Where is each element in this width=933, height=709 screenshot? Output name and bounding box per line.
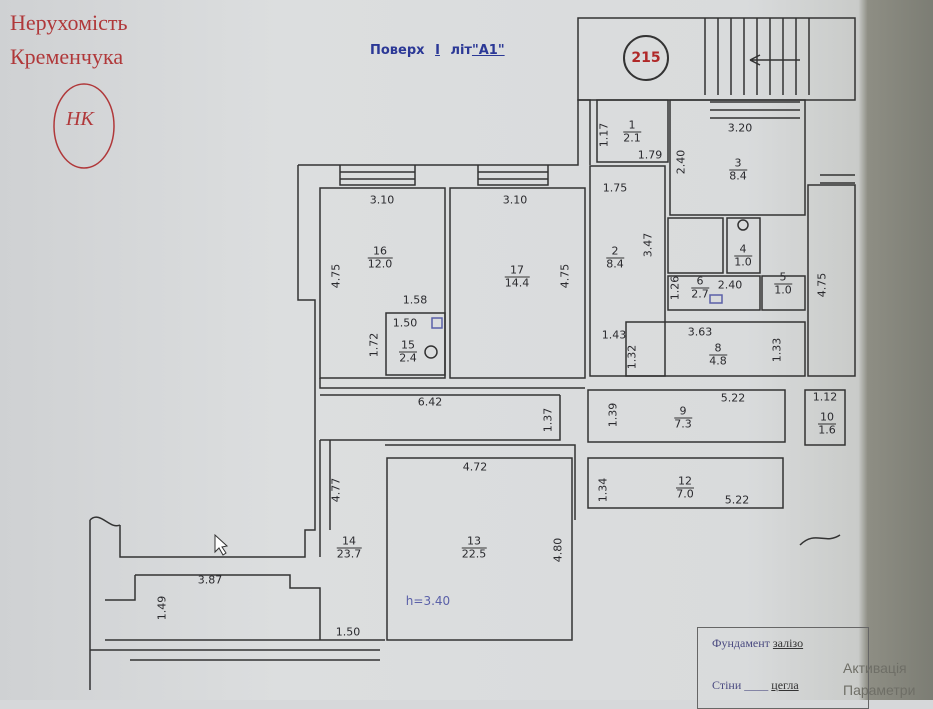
dimension-label: 4.72	[462, 460, 488, 474]
dimension-label: 3.10	[502, 193, 528, 207]
lit-label: літ	[450, 43, 472, 58]
logo-line-1: Нерухомість	[10, 10, 128, 35]
dimension-label: 3.20	[727, 121, 753, 135]
lit-value: "A1"	[471, 43, 505, 58]
dimension-label: 1.58	[402, 293, 428, 307]
room-10-outline	[804, 389, 846, 446]
logo-line-2: Кременчука	[10, 44, 124, 69]
room-5-outline	[761, 275, 806, 311]
dimension-label: 1.43	[601, 328, 627, 342]
dimension-label: 2.40	[674, 149, 688, 175]
walls-label: Стіни	[712, 678, 742, 692]
room-4-outline	[726, 217, 761, 274]
dimension-label: 4.75	[815, 272, 829, 298]
sink-icon	[431, 317, 443, 329]
room-12-outline	[587, 457, 784, 509]
room-16-outline	[319, 187, 446, 379]
dimension-label: 1.32	[625, 344, 639, 370]
dimension-label: 3.63	[687, 325, 713, 339]
dimension-label: 3.10	[369, 193, 395, 207]
room-13-outline	[386, 457, 573, 641]
floor-label: Поверх	[370, 43, 425, 58]
dimension-label: 4.77	[329, 477, 343, 503]
dimension-label: 1.17	[597, 122, 611, 148]
floor-title: Поверх I літ"A1"	[370, 43, 505, 58]
dimension-label: 1.26	[668, 275, 682, 301]
dimension-label: 4.75	[329, 263, 343, 289]
floor-number: I	[435, 43, 440, 58]
dimension-label: 1.79	[637, 148, 663, 162]
stair-arrow	[749, 54, 800, 66]
dimension-label: 5.22	[724, 493, 750, 507]
closet-outline	[667, 217, 724, 274]
mouse-cursor-icon	[214, 533, 229, 556]
dimension-label: 1.12	[812, 390, 838, 404]
room-8-outline	[625, 321, 806, 377]
room-9-outline	[587, 389, 786, 443]
room-15-outline	[385, 312, 446, 376]
logo-monogram: НК	[66, 108, 94, 130]
room-3-outline	[669, 99, 806, 216]
dimension-label: 4.75	[558, 263, 572, 289]
stairwell-outline	[577, 17, 856, 101]
dimension-label: 4.80	[551, 537, 565, 563]
foundation-value: залізо	[772, 636, 804, 650]
corridor-14-wall	[319, 440, 576, 557]
corridor-wall	[319, 378, 585, 441]
room-17-outline	[449, 187, 586, 379]
ceiling-height-label: h=3.40	[405, 594, 451, 608]
toilet-icon-room-4	[737, 219, 749, 231]
windows-activation-watermark-line2: Параметри	[843, 682, 916, 698]
dimension-label: 1.49	[155, 595, 169, 621]
building-number-badge: 215	[623, 35, 669, 81]
windows-top	[339, 165, 549, 186]
dimension-label: 1.39	[606, 402, 620, 428]
walls-value: цегла	[771, 678, 799, 692]
sink-icon-room-6	[709, 294, 723, 304]
room-6-outline	[667, 275, 761, 311]
toilet-icon	[424, 345, 438, 359]
lower-corridor-wall	[90, 574, 385, 661]
stair-steps	[704, 18, 810, 119]
dimension-label: 1.37	[541, 407, 555, 433]
dimension-label: 3.47	[641, 232, 655, 258]
break-line	[89, 516, 841, 546]
windows-activation-watermark-line1: Активація	[843, 660, 907, 676]
dimension-label: 1.75	[602, 181, 628, 195]
dimension-label: 3.87	[197, 573, 223, 587]
exterior-wall	[89, 99, 591, 690]
dimension-label: 1.33	[770, 337, 784, 363]
right-room-outline	[807, 184, 856, 377]
room-1-outline	[596, 99, 669, 163]
foundation-label: Фундамент	[712, 636, 770, 650]
dimension-label: 5.22	[720, 391, 746, 405]
logo-circle	[53, 83, 115, 169]
dimension-label: 6.42	[417, 395, 443, 409]
dimension-label: 1.72	[367, 332, 381, 358]
dimension-label: 1.50	[335, 625, 361, 639]
dimension-label: 1.34	[596, 477, 610, 503]
window-right	[820, 174, 855, 184]
dimension-label: 2.40	[717, 278, 743, 292]
dimension-label: 1.50	[392, 316, 418, 330]
